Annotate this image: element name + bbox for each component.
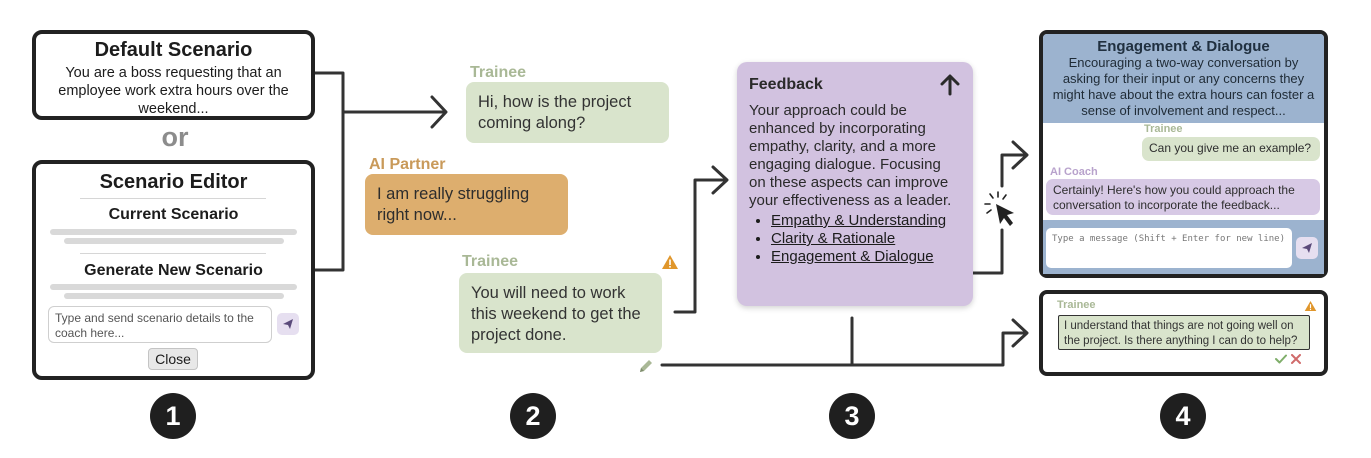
trainee-message-1: Hi, how is the project coming along? (466, 82, 669, 143)
or-label: or (161, 122, 189, 152)
default-scenario-title: Default Scenario (94, 39, 253, 61)
arrow-up-icon[interactable] (939, 74, 961, 96)
arrow-to-feedback-line (673, 178, 727, 314)
scenario-editor-title: Scenario Editor (99, 171, 248, 193)
trainee-label-1: Trainee (470, 64, 527, 81)
trainee-message-2: You will need to work this weekend to ge… (459, 273, 662, 353)
arrow-to-trainee-head (430, 95, 448, 129)
default-scenario-text: You are a boss requesting that an employ… (58, 65, 289, 117)
check-icon[interactable] (1275, 354, 1287, 364)
close-button[interactable]: Close (148, 348, 198, 370)
arrow-to-feedback-head (711, 165, 729, 195)
coach-send-button[interactable] (1296, 237, 1318, 259)
scenario-details-input[interactable]: Type and send scenario details to the co… (48, 306, 272, 343)
generate-scenario-heading: Generate New Scenario (84, 262, 263, 279)
arrow-to-explain-head (1011, 140, 1029, 170)
step-number-1: 1 (150, 393, 196, 439)
explanation-text: Encouraging a two-way conversation by as… (1052, 55, 1315, 118)
feedback-list: Empathy & Understanding Clarity & Ration… (749, 212, 961, 266)
feedback-title: Feedback (749, 76, 823, 93)
editor-divider-2 (80, 253, 266, 254)
rewrite-edit-box[interactable]: I understand that things are not going w… (1058, 315, 1310, 350)
current-scenario-placeholder-bar (50, 229, 297, 235)
coach-chat-trainee-message: Can you give me an example? (1142, 137, 1320, 161)
coach-chat-coach-label: AI Coach (1050, 166, 1098, 178)
feedback-item-clarity[interactable]: Clarity & Rationale (771, 230, 961, 248)
explanation-title: Engagement & Dialogue (1097, 38, 1270, 55)
scenario-send-button[interactable] (277, 313, 299, 335)
feedback-card: Feedback Your approach could be enhanced… (737, 62, 973, 306)
panel1-bracket (313, 71, 345, 272)
arrow-to-explain-line (1000, 153, 1027, 188)
cursor-click-icon (984, 191, 1014, 226)
arrow-to-rewrite-line (660, 331, 1027, 367)
pencil-edit-icon[interactable] (637, 357, 655, 375)
trainee-label-2: Trainee (462, 253, 519, 270)
coach-chat-coach-message: Certainly! Here's how you could approach… (1046, 179, 1320, 215)
current-scenario-heading: Current Scenario (108, 206, 239, 223)
coach-message-input[interactable]: Type a message (Shift + Enter for new li… (1046, 228, 1292, 268)
step-number-4: 4 (1160, 393, 1206, 439)
step-number-3: 3 (829, 393, 875, 439)
feedback-item-empathy[interactable]: Empathy & Understanding (771, 212, 961, 230)
arrow-to-rewrite-head (1011, 318, 1029, 348)
step-number-2: 2 (510, 393, 556, 439)
coach-chat-trainee-label: Trainee (1144, 123, 1183, 135)
cancel-x-icon[interactable] (1291, 354, 1301, 364)
generate-scenario-placeholder-bar (64, 293, 284, 299)
warning-icon (1304, 300, 1317, 312)
ai-partner-message: I am really struggling right now... (365, 174, 568, 235)
send-icon (1302, 243, 1312, 253)
editor-divider-1 (80, 198, 266, 199)
send-icon (283, 319, 293, 329)
current-scenario-placeholder-bar (64, 238, 284, 244)
default-scenario-card[interactable]: Default Scenario You are a boss requesti… (32, 30, 315, 120)
ai-partner-label: AI Partner (369, 156, 446, 173)
warning-icon (662, 255, 678, 269)
feedback-text: Your approach could be enhanced by incor… (749, 102, 952, 209)
scenario-editor-card (32, 160, 315, 380)
rewrite-trainee-label: Trainee (1057, 299, 1096, 311)
generate-scenario-placeholder-bar (50, 284, 297, 290)
explanation-header: Engagement & Dialogue Encouraging a two-… (1043, 34, 1324, 123)
feedback-item-engagement[interactable]: Engagement & Dialogue (771, 248, 961, 266)
